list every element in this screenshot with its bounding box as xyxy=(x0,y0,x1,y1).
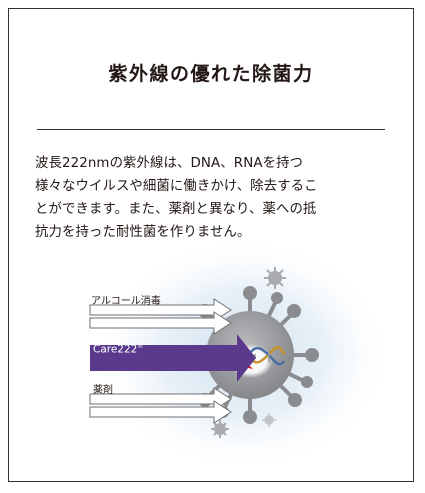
description-line: 波長222nmの紫外線は、DNA、RNAを持つ xyxy=(35,156,304,171)
description-line: 抗力を持った耐性菌を作りません。 xyxy=(35,225,251,240)
disinfection-illustration: アルコール消毒 Care222® 薬剤 xyxy=(9,9,415,483)
care222-text: Care222 xyxy=(93,343,138,356)
small-virus-particle xyxy=(262,413,276,427)
card-title: 紫外線の優れた除菌力 xyxy=(108,63,314,85)
arrow-alcohol xyxy=(89,298,232,335)
info-card: 紫外線の優れた除菌力 波長222nmの紫外線は、DNA、RNAを持つ 様々なウイ… xyxy=(8,8,414,482)
small-virus-particle xyxy=(264,267,286,289)
registered-mark: ® xyxy=(137,343,144,350)
arrow-care222 xyxy=(90,334,256,382)
illustration-svg xyxy=(89,236,393,472)
description-line: 様々なウイルスや細菌に働きかけ、除去するこ xyxy=(35,179,318,194)
title-divider xyxy=(37,129,385,130)
description-line: とができます。また、薬剤と異なり、薬への抵 xyxy=(35,202,317,217)
alcohol-label: アルコール消毒 xyxy=(91,296,161,307)
small-virus-particle xyxy=(211,420,229,438)
description-text: 波長222nmの紫外線は、DNA、RNAを持つ 様々なウイルスや細菌に働きかけ、… xyxy=(35,152,391,244)
drug-label: 薬剤 xyxy=(93,385,113,396)
care222-label: Care222® xyxy=(93,343,143,356)
arrow-drug xyxy=(89,387,232,424)
